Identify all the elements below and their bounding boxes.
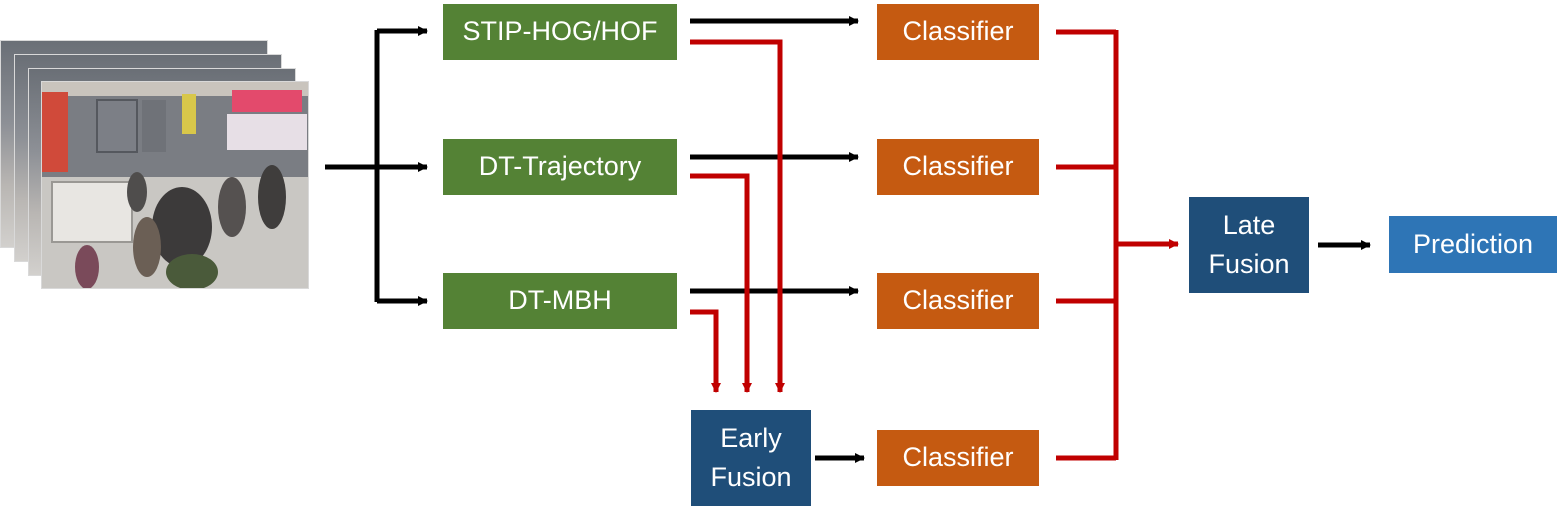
early-fusion-box: Early Fusion: [691, 410, 811, 506]
surveillance-scene-image: [42, 82, 308, 288]
classifier-box-stip: Classifier: [877, 4, 1039, 60]
classifier-box-mbh: Classifier: [877, 273, 1039, 329]
feature-box-trajectory: DT-Trajectory: [443, 139, 677, 195]
prediction-label: Prediction: [1412, 228, 1534, 259]
late-fusion-arrows: [1056, 29, 1179, 461]
feature-label-stip: STIP-HOG/HOF: [462, 16, 658, 47]
video-frame: [41, 81, 309, 289]
classifier-box-early-fusion: Classifier: [877, 430, 1039, 486]
early-fusion-label-line2: Fusion: [710, 462, 792, 492]
classifier-label: Classifier: [902, 442, 1014, 473]
early-fusion-arrows: [690, 39, 785, 393]
feature-box-stip: STIP-HOG/HOF: [443, 4, 677, 60]
late-fusion-label-line2: Fusion: [1208, 249, 1290, 279]
feature-box-mbh: DT-MBH: [443, 273, 677, 329]
input-branch-arrows: [325, 26, 428, 306]
prediction-box: Prediction: [1389, 216, 1557, 273]
classifier-label: Classifier: [902, 16, 1014, 47]
early-fusion-label-line1: Early: [720, 422, 782, 453]
feature-label-mbh: DT-MBH: [508, 285, 612, 316]
classifier-label: Classifier: [902, 285, 1014, 316]
classifier-box-trajectory: Classifier: [877, 139, 1039, 195]
classifier-label: Classifier: [902, 151, 1014, 182]
feature-to-classifier-arrows: [690, 16, 859, 296]
feature-label-trajectory: DT-Trajectory: [478, 151, 642, 182]
late-fusion-box: Late Fusion: [1189, 197, 1309, 293]
late-fusion-label-line1: Late: [1222, 209, 1276, 240]
